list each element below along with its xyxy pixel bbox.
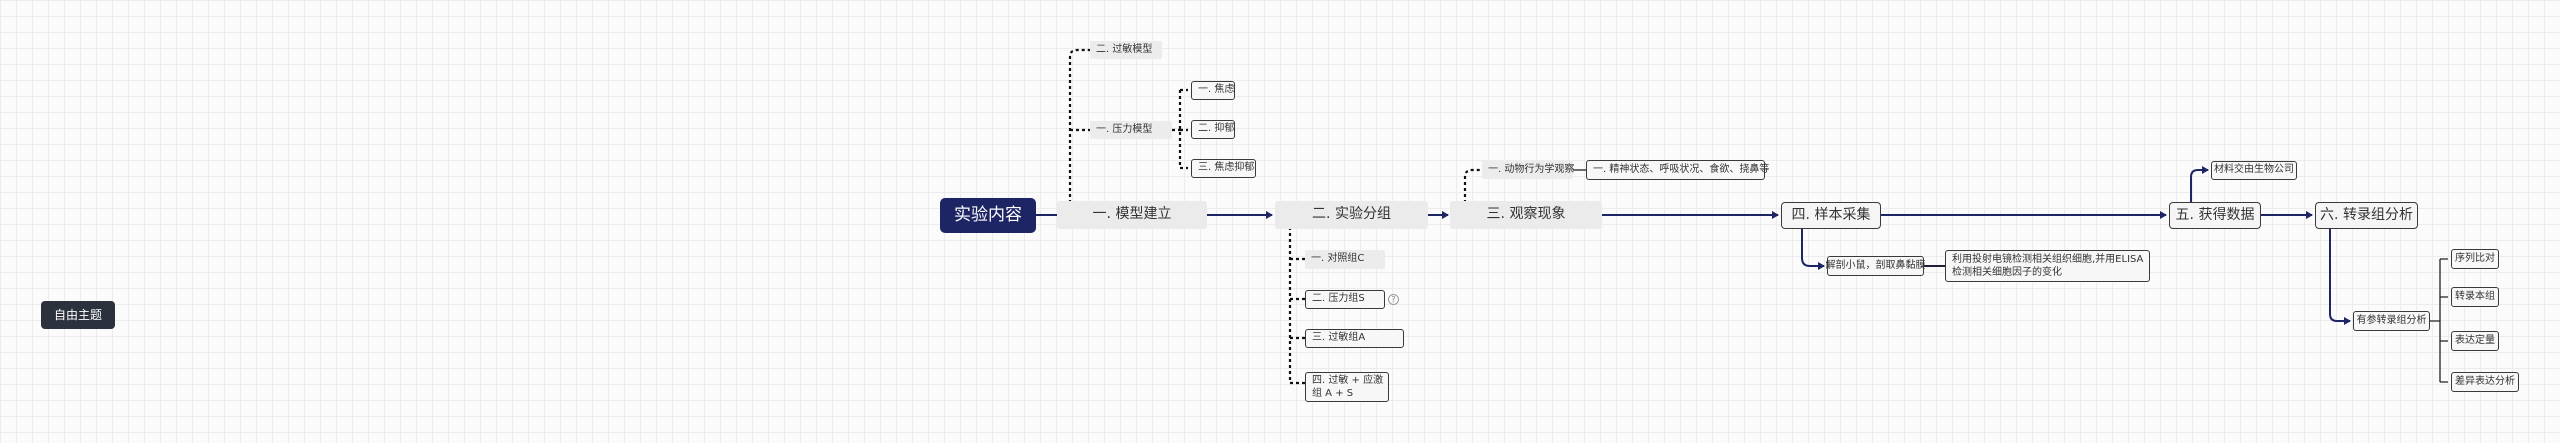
link-transcriptome-ref [2329,227,2351,325]
free-topic[interactable]: 自由主题 [41,301,115,329]
node-combined-group[interactable]: 四. 过敏 + 应激组 A + S [1305,372,1389,402]
help-icon[interactable]: ? [1388,294,1399,305]
link-data-company [2190,166,2209,203]
node-model[interactable]: 一. 模型建立 [1057,201,1207,229]
node-control-group[interactable]: 一. 对照组C [1305,250,1385,269]
node-company[interactable]: 材料交由生物公司 [2211,161,2297,180]
node-transcriptome[interactable]: 六. 转录组分析 [2315,202,2418,229]
node-anxiety[interactable]: 一. 焦虑 [1191,81,1235,100]
link-sample-dissect [1801,227,1825,270]
root-topic[interactable]: 实验内容 [940,198,1036,233]
node-observe[interactable]: 三. 观察现象 [1450,201,1602,229]
node-observe-details[interactable]: 一. 精神状态、呼吸状况、食欲、挠鼻等 [1586,160,1769,180]
node-anxiety-depression[interactable]: 三. 焦虑抑郁 [1191,159,1256,178]
link-model-children [1068,48,1090,203]
node-allergy-model[interactable]: 二. 过敏模型 [1090,41,1162,59]
node-ref-analysis[interactable]: 有参转录组分析 [2353,311,2430,331]
link-stress-children [1172,88,1188,170]
link-group-children [1288,227,1305,385]
node-stress-group[interactable]: 二. 压力组S [1305,290,1385,309]
node-elisa[interactable]: 利用投射电镜检测相关组织细胞,并用ELISA检测相关细胞因子的变化 [1945,250,2150,282]
link-observe-behavior [1463,168,1482,203]
node-behavior[interactable]: 一. 动物行为学观察 [1482,161,1574,179]
node-dissect[interactable]: 解剖小鼠，剖取鼻黏膜 [1826,256,1926,276]
node-quant[interactable]: 表达定量 [2451,331,2499,351]
node-depression[interactable]: 二. 抑郁 [1191,120,1235,139]
node-seq-compare[interactable]: 序列比对 [2451,249,2499,269]
node-group[interactable]: 二. 实验分组 [1275,201,1428,229]
link-ref-children [2430,258,2448,383]
node-allergy-group[interactable]: 三. 过敏组A [1305,329,1404,348]
node-data[interactable]: 五. 获得数据 [2169,202,2261,229]
node-stress-model[interactable]: 一. 压力模型 [1090,121,1172,139]
node-diff-expr[interactable]: 差异表达分析 [2451,372,2519,392]
node-assembly[interactable]: 转录本组 [2451,287,2499,307]
node-sample[interactable]: 四. 样本采集 [1781,202,1881,229]
